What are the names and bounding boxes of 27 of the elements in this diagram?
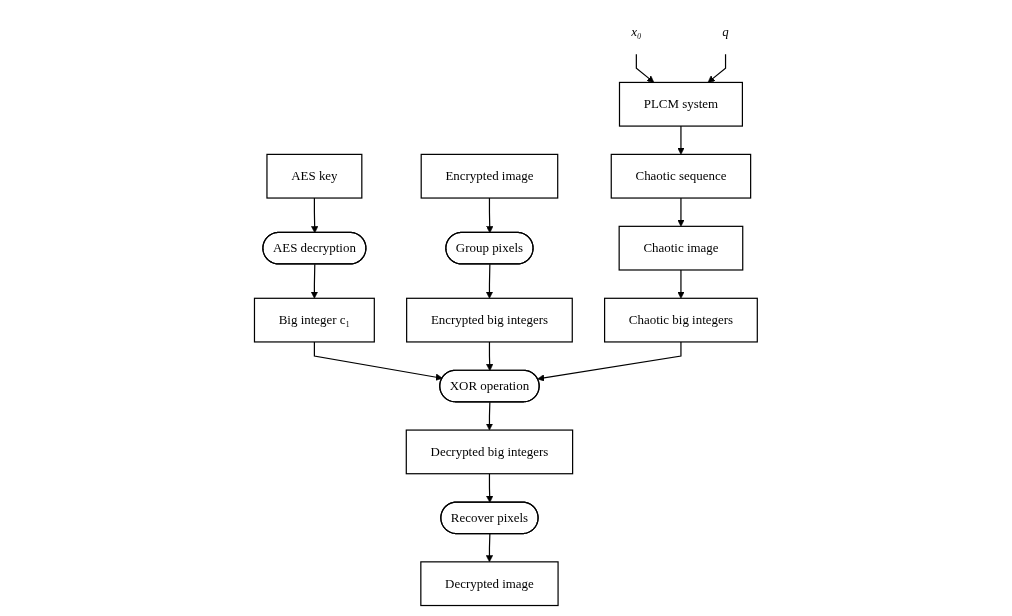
node-box: Encrypted image	[420, 153, 559, 199]
node-box: Big integer c₁	[253, 297, 376, 343]
arrow	[635, 53, 655, 83]
arrow	[707, 53, 727, 83]
node-box: Decrypted image	[420, 561, 559, 607]
arrow	[486, 341, 494, 371]
arrow	[537, 341, 682, 382]
arrow	[486, 473, 494, 503]
node-box: Chaotic sequence	[610, 153, 752, 199]
arrow	[677, 269, 685, 299]
arrow	[486, 533, 494, 563]
node-text: x₀	[631, 25, 642, 39]
node-box: Chaotic image	[618, 225, 744, 271]
arrow	[311, 197, 319, 234]
arrow	[486, 197, 494, 234]
node-box: AES key	[266, 153, 363, 199]
arrow	[486, 401, 494, 431]
node-box: Encrypted big integers	[406, 297, 573, 343]
node-box: Chaotic big integers	[604, 297, 758, 343]
arrow	[310, 263, 319, 299]
node-box: PLCM system	[619, 81, 744, 127]
arrow	[486, 263, 494, 299]
arrow	[677, 197, 685, 227]
arrow	[313, 341, 443, 381]
arrow	[677, 125, 685, 155]
node-box: Decrypted big integers	[405, 429, 574, 475]
node-text: q	[722, 25, 729, 39]
